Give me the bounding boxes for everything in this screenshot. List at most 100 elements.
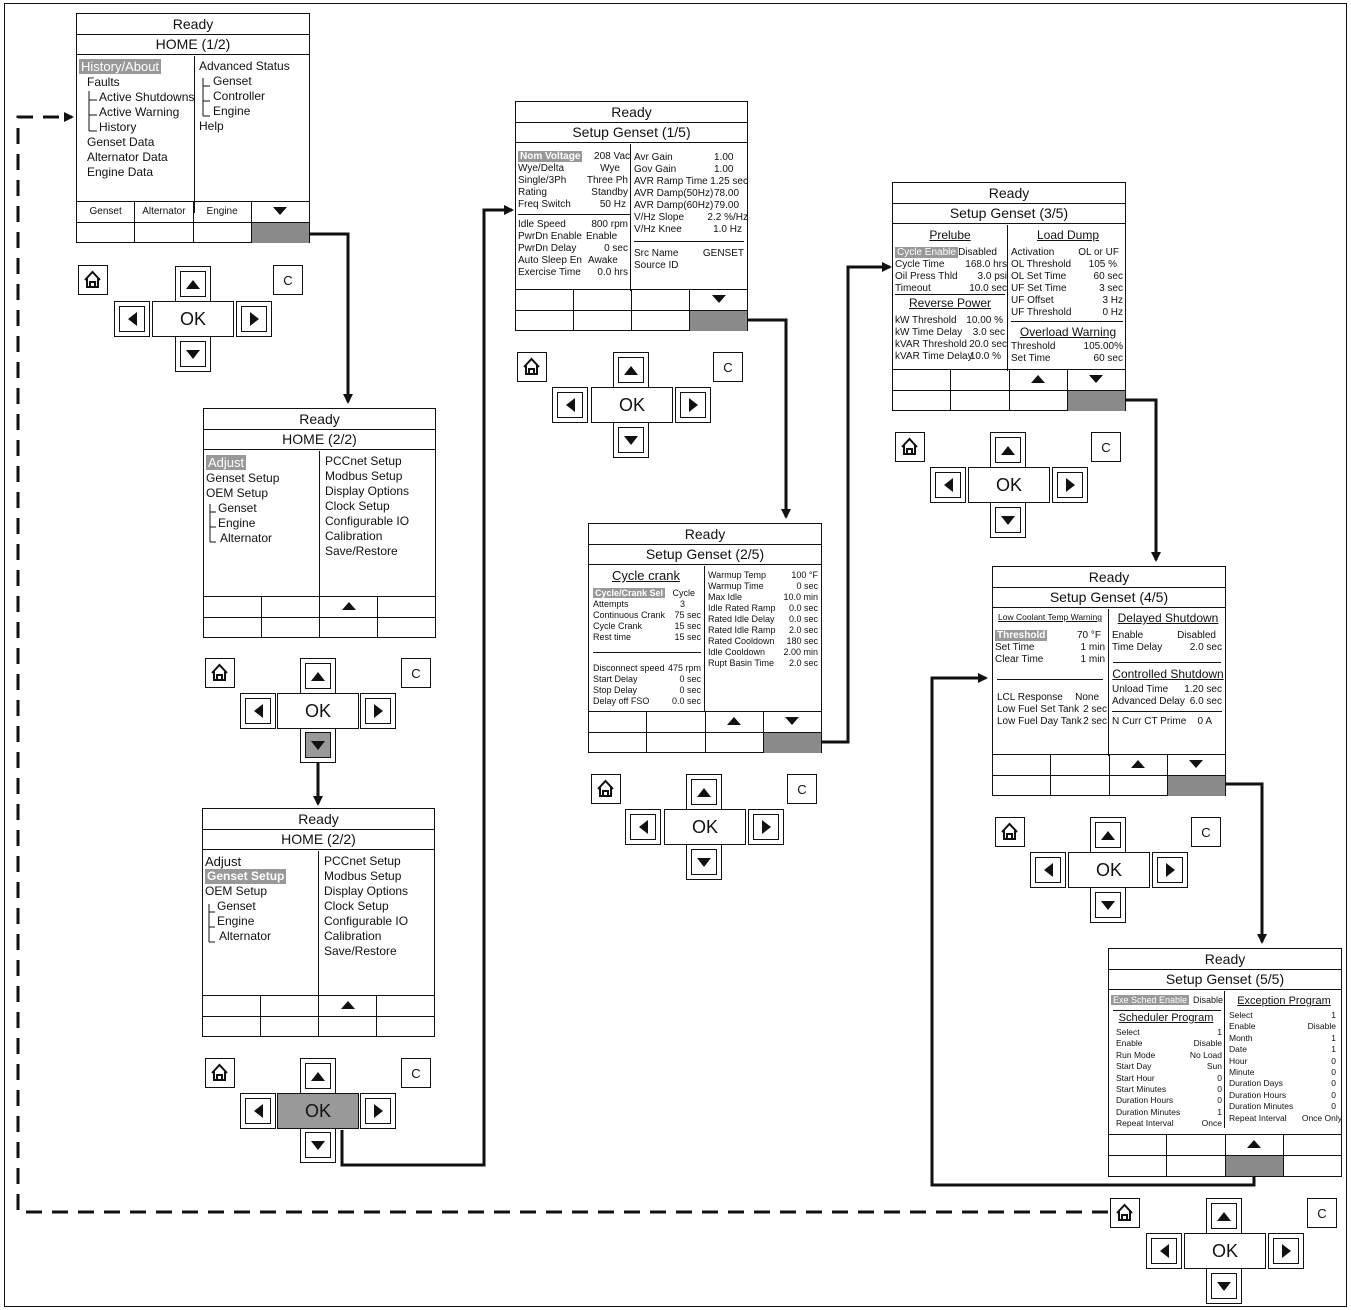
param-label[interactable]: Continuous Crank [593,610,666,620]
home-button[interactable] [1110,1198,1140,1228]
softkey-button-4-pressed[interactable] [762,733,821,753]
param-label[interactable]: Attempts [593,599,629,609]
param-label[interactable]: Rating [518,187,547,198]
param-label[interactable]: Warmup Temp [708,570,767,580]
softkey-button-4-pressed[interactable] [1166,776,1225,796]
menu-item-help[interactable]: Help [199,119,224,133]
param-label[interactable]: UF Threshold [1011,307,1072,318]
param-label[interactable]: Auto Sleep En [518,255,582,266]
menu-item-genset-status[interactable]: Genset [213,74,252,88]
menu-item-engine-status[interactable]: Engine [213,104,251,118]
param-label[interactable]: Idle Rated Ramp [708,603,776,613]
c-button[interactable]: C [1191,817,1221,847]
down-button[interactable] [686,844,722,880]
softkey-button-3[interactable] [318,1017,376,1037]
softkey-button-4-pressed[interactable] [1066,391,1125,411]
param-label[interactable]: AVR Damp(50Hz) [634,188,714,199]
menu-item-alternator-data[interactable]: Alternator Data [87,150,168,164]
softkey-button-2[interactable] [134,223,192,243]
param-label[interactable]: Exe Sched Enable [1111,995,1190,1005]
menu-item-configurable-io[interactable]: Configurable IO [324,914,409,928]
menu-item-oem-genset[interactable]: Genset [217,899,256,913]
softkey-4[interactable] [376,996,434,1016]
down-button[interactable] [300,1127,336,1163]
softkey-down[interactable] [689,290,747,310]
param-label[interactable]: Low Fuel Set Tank [997,704,1080,715]
softkey-button-4[interactable] [1282,1156,1341,1176]
home-button[interactable] [995,817,1025,847]
param-label[interactable]: LCL Response [997,692,1063,703]
param-label[interactable]: kVAR Threshold [895,339,967,350]
param-label[interactable]: Rated Idle Delay [708,614,775,624]
menu-item-active-warning[interactable]: Active Warning [99,105,180,119]
ok-button[interactable]: OK [664,809,746,845]
param-label[interactable]: Cycle/Crank Sel [593,588,666,598]
param-label[interactable]: Idle Speed [518,219,566,230]
param-label[interactable]: Duration Hours [1229,1089,1287,1100]
home-button[interactable] [517,352,547,382]
param-label[interactable]: kVAR Time Delay [895,351,973,362]
up-button[interactable] [175,266,211,302]
param-label[interactable]: PwrDn Enable [518,231,582,242]
home-button[interactable] [205,658,235,688]
softkey-button-3[interactable] [704,733,763,753]
softkey-down[interactable] [1066,370,1125,390]
param-label[interactable]: Date [1229,1044,1247,1055]
left-button[interactable] [240,1093,276,1129]
up-button[interactable] [686,774,722,810]
param-label[interactable]: V/Hz Knee [634,224,682,235]
param-label[interactable]: Exercise Time [518,267,581,278]
down-button-pressed[interactable] [300,727,336,763]
menu-item-configurable-io[interactable]: Configurable IO [325,514,410,528]
right-button[interactable] [1052,467,1088,503]
softkey-down[interactable] [250,202,309,222]
param-label[interactable]: Rated Cooldown [708,636,775,646]
menu-item-save-restore[interactable]: Save/Restore [324,944,397,958]
param-label[interactable]: Duration Days [1229,1078,1283,1089]
param-label[interactable]: Stop Delay [593,685,638,695]
menu-item-pccnet-setup[interactable]: PCCnet Setup [325,454,402,468]
softkey-button-3[interactable] [319,618,377,638]
param-label[interactable]: Start Minutes [1116,1083,1167,1094]
param-label[interactable]: Start Delay [593,674,638,684]
softkey-button-4-pressed[interactable] [689,311,747,331]
softkey-button-3[interactable] [631,311,689,331]
softkey-1[interactable] [516,290,573,310]
param-label[interactable]: Minute [1229,1066,1255,1077]
param-label[interactable]: PwrDn Delay [518,243,577,254]
softkey-button-2[interactable] [261,618,319,638]
left-button[interactable] [114,301,150,337]
menu-item-calibration[interactable]: Calibration [324,929,382,943]
softkey-button-2[interactable] [950,391,1008,411]
softkey-button-2[interactable] [1166,1156,1224,1176]
left-button[interactable] [1146,1233,1182,1269]
menu-item-adjust[interactable]: Adjust [206,455,247,470]
param-label[interactable]: Delay off FSO [593,696,650,706]
menu-item-oem-engine[interactable]: Engine [217,914,255,928]
softkey-2[interactable] [261,597,319,617]
softkey-1[interactable] [1109,1135,1166,1155]
softkey-button-2[interactable] [573,311,631,331]
softkey-button-2[interactable] [1050,776,1108,796]
menu-item-clock-setup[interactable]: Clock Setup [324,899,389,913]
ok-button[interactable]: OK [1184,1233,1266,1269]
menu-item-active-shutdowns[interactable]: Active Shutdowns [99,90,195,104]
softkey-button-1[interactable] [77,223,134,243]
c-button[interactable]: C [713,352,743,382]
param-label[interactable]: Disconnect speed [593,663,665,673]
up-button[interactable] [1090,817,1126,853]
param-label[interactable]: Gov Gain [634,164,677,175]
menu-item-oem-setup[interactable]: OEM Setup [205,884,268,898]
menu-item-modbus-setup[interactable]: Modbus Setup [324,869,402,883]
param-label[interactable]: Select [1116,1027,1140,1037]
softkey-button-4[interactable] [377,618,435,638]
softkey-button-1[interactable] [204,618,261,638]
left-button[interactable] [240,693,276,729]
menu-item-oem-alternator[interactable]: Alternator [219,929,272,943]
home-button[interactable] [205,1058,235,1088]
param-label[interactable]: Threshold [1011,341,1056,352]
c-button[interactable]: C [1091,432,1121,462]
param-label[interactable]: Wye/Delta [518,163,565,174]
c-button[interactable]: C [1307,1198,1337,1228]
ok-button[interactable]: OK [1068,852,1150,888]
